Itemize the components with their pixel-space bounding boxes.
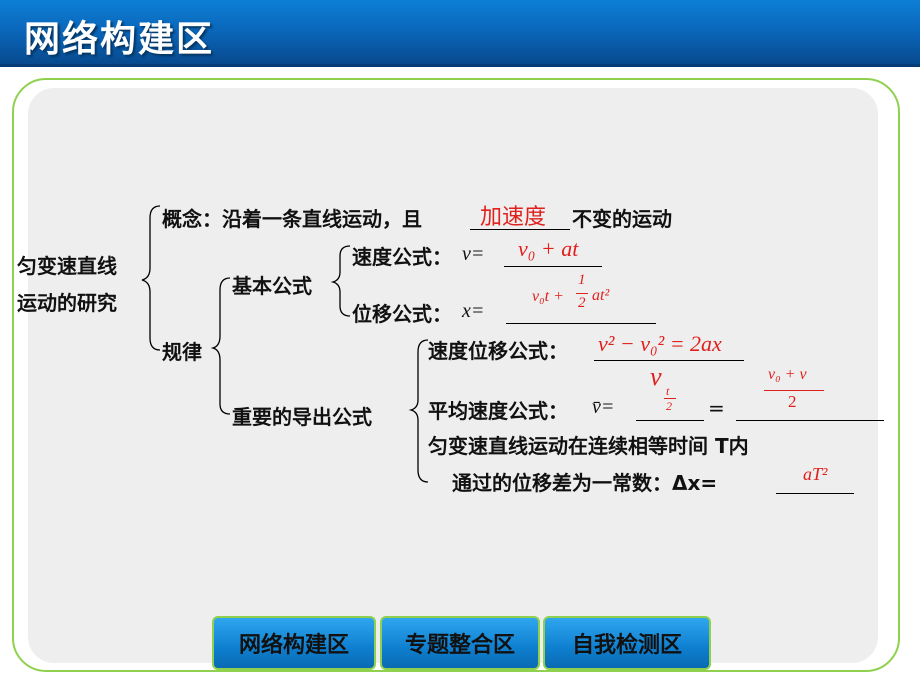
derived-formula-label: 重要的导出公式 [232,405,372,429]
concept-answer: 加速度 [480,205,547,230]
root-brace [141,205,161,351]
header-bar: 网络构建区 [0,0,920,67]
avg-answer2-bar [764,390,824,391]
root-line-2: 运动的研究 [17,291,117,315]
basic-formula-label: 基本公式 [232,274,312,298]
law-brace [210,277,231,415]
displacement-diff-line-2: 通过的位移差为一常数：Δx= [452,471,718,495]
nav-network-build-button[interactable]: 网络构建区 [212,616,376,670]
avg-answer1-bar [664,398,676,399]
avg-blank-line-2 [736,420,884,421]
avg-answer1-den: 2 [666,399,672,413]
root-line-1: 匀变速直线 [17,254,117,278]
velocity-formula-label: 速度公式： [352,245,452,269]
velocity-blank-line [504,266,602,267]
vd-formula-label: 速度位移公式： [428,339,568,363]
content-panel-inner [28,88,878,663]
displacement-frac-den: 2 [578,295,586,311]
avg-equals: = [708,396,725,420]
displacement-diff-blank-line [776,493,854,494]
basic-brace [330,245,351,317]
avg-formula-label: 平均速度公式： [428,399,568,423]
velocity-answer: v₀ + at [518,236,579,261]
concept-tail: 不变的运动 [572,207,672,231]
derived-brace [408,339,429,483]
law-label: 规律 [162,340,202,364]
avg-answer2-num: v₀ + v [768,366,807,383]
nav-topic-integration-button[interactable]: 专题整合区 [380,616,540,670]
displacement-answer-b: at² [592,287,610,304]
concept-label: 概念：沿着一条直线运动，且 [162,207,422,231]
avg-answer1-sub: t [666,384,670,398]
displacement-var: x= [462,300,485,322]
nav-self-test-button[interactable]: 自我检测区 [543,616,711,670]
concept-blank-line [470,229,570,230]
velocity-var: v= [462,243,485,265]
avg-blank-line-1 [636,420,704,421]
displacement-diff-line-1: 匀变速直线运动在连续相等时间 T内 [428,434,749,458]
avg-answer1-main: v [650,362,662,391]
displacement-frac-num: 1 [578,272,586,288]
page-title: 网络构建区 [24,19,215,60]
displacement-answer-a: v₀t + [532,288,564,305]
displacement-blank-line [506,323,656,324]
displacement-diff-answer: aT² [803,464,828,484]
vd-blank-line [594,360,744,361]
avg-answer2-den: 2 [788,392,797,411]
avg-var: v̄= [592,396,615,418]
displacement-formula-label: 位移公式： [352,302,452,326]
displacement-frac-bar [576,293,588,294]
vd-answer: v² − v₀² = 2ax [598,331,722,356]
